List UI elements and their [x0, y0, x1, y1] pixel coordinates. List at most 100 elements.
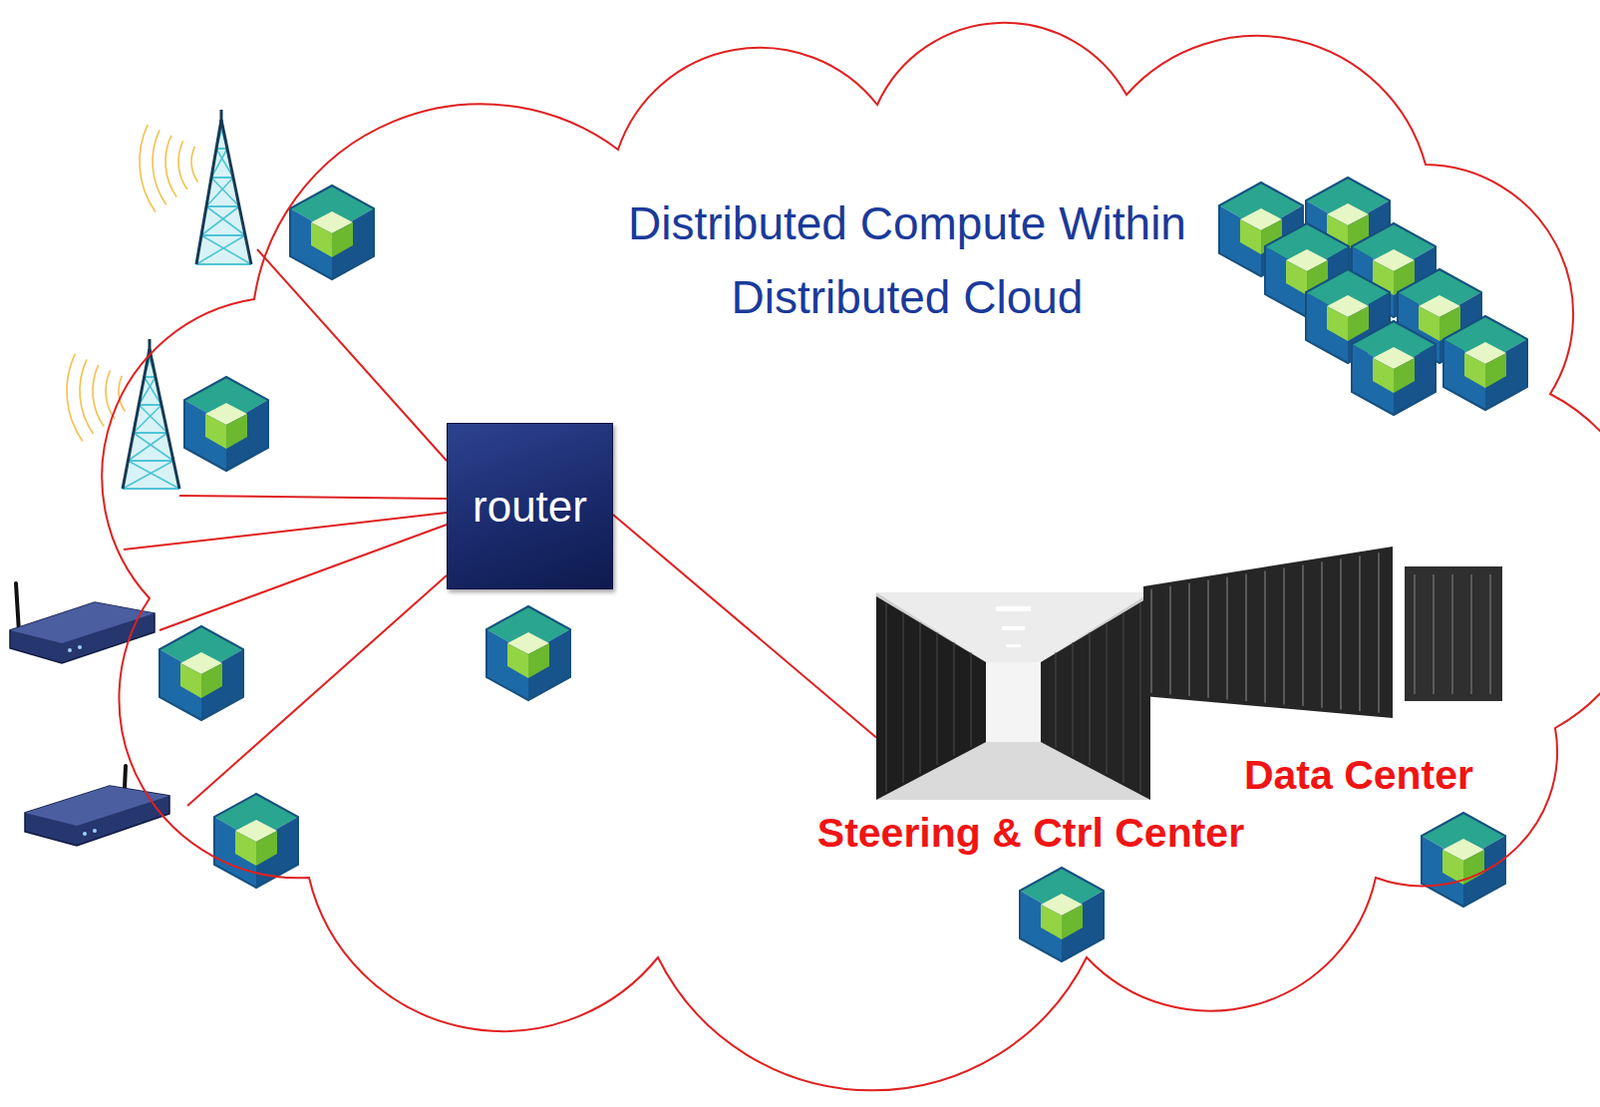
data-center-racks — [1320, 561, 1323, 707]
radio-tower — [196, 235, 246, 265]
radio-tower — [144, 375, 156, 378]
wireless-router — [9, 602, 155, 663]
server-room-photo — [876, 596, 986, 800]
compute-cube — [1421, 812, 1506, 907]
data-center-racks — [1451, 574, 1454, 694]
radio-wave — [165, 135, 177, 198]
radio-tower — [201, 234, 246, 237]
data-center-racks — [1226, 577, 1229, 700]
server-room-photo — [1040, 596, 1151, 800]
wireless-router — [15, 583, 19, 633]
radio-wave — [92, 364, 104, 427]
server-room-photo — [995, 606, 1031, 612]
radio-tower — [196, 119, 252, 265]
data-center-node: Data Center — [1143, 546, 1506, 718]
compute-cube — [184, 376, 269, 471]
steering-center-label: Steering & Ctrl Center — [813, 810, 1249, 856]
wireless-router — [9, 583, 155, 663]
radio-tower — [196, 119, 222, 265]
compute-cube — [159, 626, 244, 720]
server-room-photo — [985, 661, 1041, 742]
radio-wave — [139, 124, 156, 213]
radio-tower — [122, 487, 180, 490]
compute-cube — [1443, 316, 1528, 410]
radio-wave — [191, 146, 198, 183]
server-room-photo — [937, 632, 939, 765]
radio-tower — [127, 459, 174, 462]
compute-cube — [184, 376, 269, 471]
data-center-racks — [1245, 574, 1248, 702]
data-center-racks — [1282, 567, 1285, 704]
radio-tower — [127, 460, 180, 489]
radio-tower — [138, 403, 162, 406]
router-box: router — [446, 422, 614, 590]
compute-cube — [290, 185, 374, 280]
radio-wave — [66, 353, 83, 442]
radio-tower — [122, 348, 180, 489]
server-room-photo — [1089, 632, 1091, 765]
radio-tower — [133, 431, 168, 434]
radio-tower — [206, 205, 240, 208]
server-room-photo — [1005, 643, 1021, 647]
data-center-racks — [1339, 558, 1342, 709]
data-center-racks — [1143, 546, 1506, 718]
router-label: router — [472, 481, 588, 532]
data-center-label: Data Center — [1240, 752, 1478, 798]
radio-tower — [211, 176, 234, 179]
cloud-outline — [101, 22, 1600, 1091]
server-room-photo — [886, 602, 888, 792]
compute-cube — [290, 185, 374, 280]
server-room-photo — [1106, 622, 1108, 774]
data-center-racks — [1489, 574, 1492, 694]
radio-tower — [201, 235, 252, 265]
radio-tower — [221, 119, 252, 265]
radio-tower — [149, 348, 180, 489]
radio-waves — [66, 124, 199, 442]
data-center-racks — [1207, 580, 1210, 698]
data-center-racks — [1432, 574, 1435, 694]
wireless-router — [77, 644, 82, 649]
data-center-racks — [1264, 570, 1267, 702]
server-room-photo — [876, 592, 1151, 800]
radio-tower — [220, 109, 224, 128]
link-lines — [179, 495, 447, 499]
data-center-racks — [1301, 564, 1304, 706]
radio-tower — [122, 460, 174, 489]
wireless-router — [67, 647, 72, 652]
radio-wave — [152, 129, 167, 205]
server-room-photo — [1140, 602, 1142, 792]
data-center-racks — [1188, 583, 1191, 696]
compute-cube — [159, 626, 244, 720]
radio-wave — [178, 140, 188, 190]
link-lines — [123, 512, 447, 550]
data-center-racks — [1377, 552, 1380, 713]
data-center-racks — [1413, 574, 1416, 694]
server-room-photo — [1123, 612, 1125, 783]
wireless-router — [82, 831, 87, 836]
data-center-racks — [1404, 566, 1503, 701]
steering-center-node: Steering & Ctrl Center — [876, 592, 1151, 800]
link-lines — [257, 249, 447, 461]
compute-cube — [1351, 320, 1436, 415]
server-room-photo — [1072, 641, 1074, 756]
server-room-photo — [1055, 651, 1057, 747]
server-room-photo — [1001, 626, 1025, 631]
compute-cubes — [159, 177, 1528, 961]
radio-wave — [79, 358, 94, 434]
server-room-photo — [876, 592, 1151, 800]
server-room-photo — [970, 651, 972, 747]
radio-tower — [122, 338, 180, 489]
compute-cube — [486, 606, 571, 700]
compute-cube — [1421, 812, 1506, 907]
compute-cube — [1351, 320, 1436, 415]
wireless-router — [24, 765, 170, 846]
compute-cube — [1019, 867, 1104, 961]
radio-tower — [196, 263, 252, 266]
radio-tower — [196, 109, 252, 265]
cloud-heading: Distributed Compute Within Distributed C… — [608, 187, 1207, 334]
data-center-racks — [1150, 589, 1153, 693]
server-room-photo — [903, 612, 905, 783]
compute-cube — [1443, 316, 1528, 410]
